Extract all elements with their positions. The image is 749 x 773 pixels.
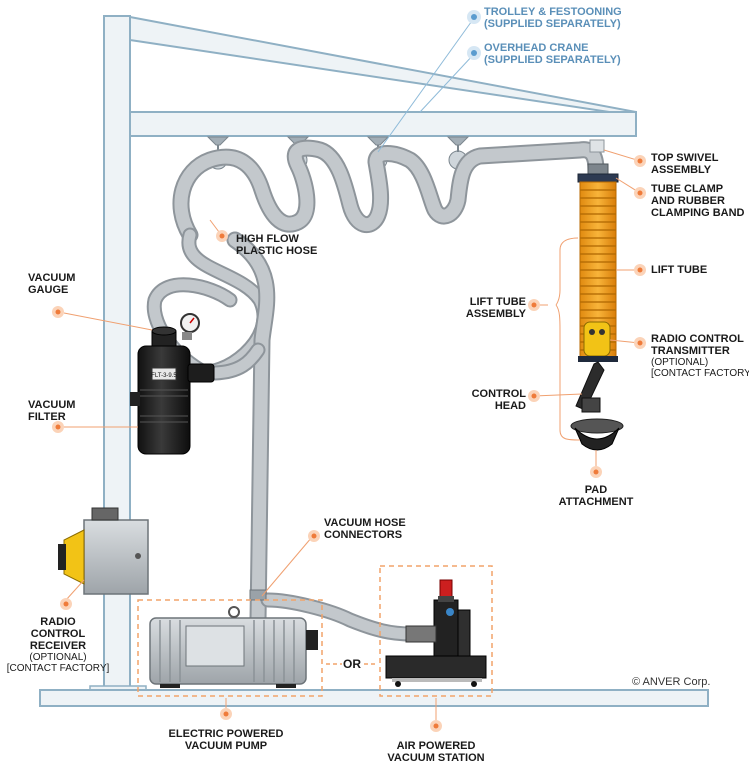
label-lift-tube: LIFT TUBE (651, 264, 708, 276)
label-trolley-festooning: TROLLEY & FESTOONING(SUPPLIED SEPARATELY… (484, 6, 622, 30)
lift-tube-assembly (570, 139, 624, 451)
air-vacuum-station (385, 579, 487, 687)
crane-beam (129, 111, 637, 137)
vacuum-filter: FLT-3-9.5 (130, 313, 215, 455)
crane-brace (129, 15, 637, 118)
label-or: OR (343, 657, 361, 671)
crane-frame (39, 15, 709, 707)
pad-attachment (574, 427, 620, 451)
filter-tag: FLT-3-9.5 (151, 373, 177, 379)
radio-transmitter (583, 321, 611, 357)
blue-callout-dots (467, 10, 481, 60)
floor-bar (39, 689, 709, 707)
radio-receiver (58, 507, 149, 595)
callout-dots (52, 155, 646, 732)
hose (146, 139, 605, 642)
electric-vacuum-pump (149, 606, 318, 688)
station-dashed-box (379, 565, 493, 697)
label-overhead-crane: OVERHEAD CRANE(SUPPLIED SEPARATELY) (484, 42, 621, 66)
pump-dashed-box (137, 599, 323, 697)
copyright: © ANVER Corp. (632, 676, 711, 688)
